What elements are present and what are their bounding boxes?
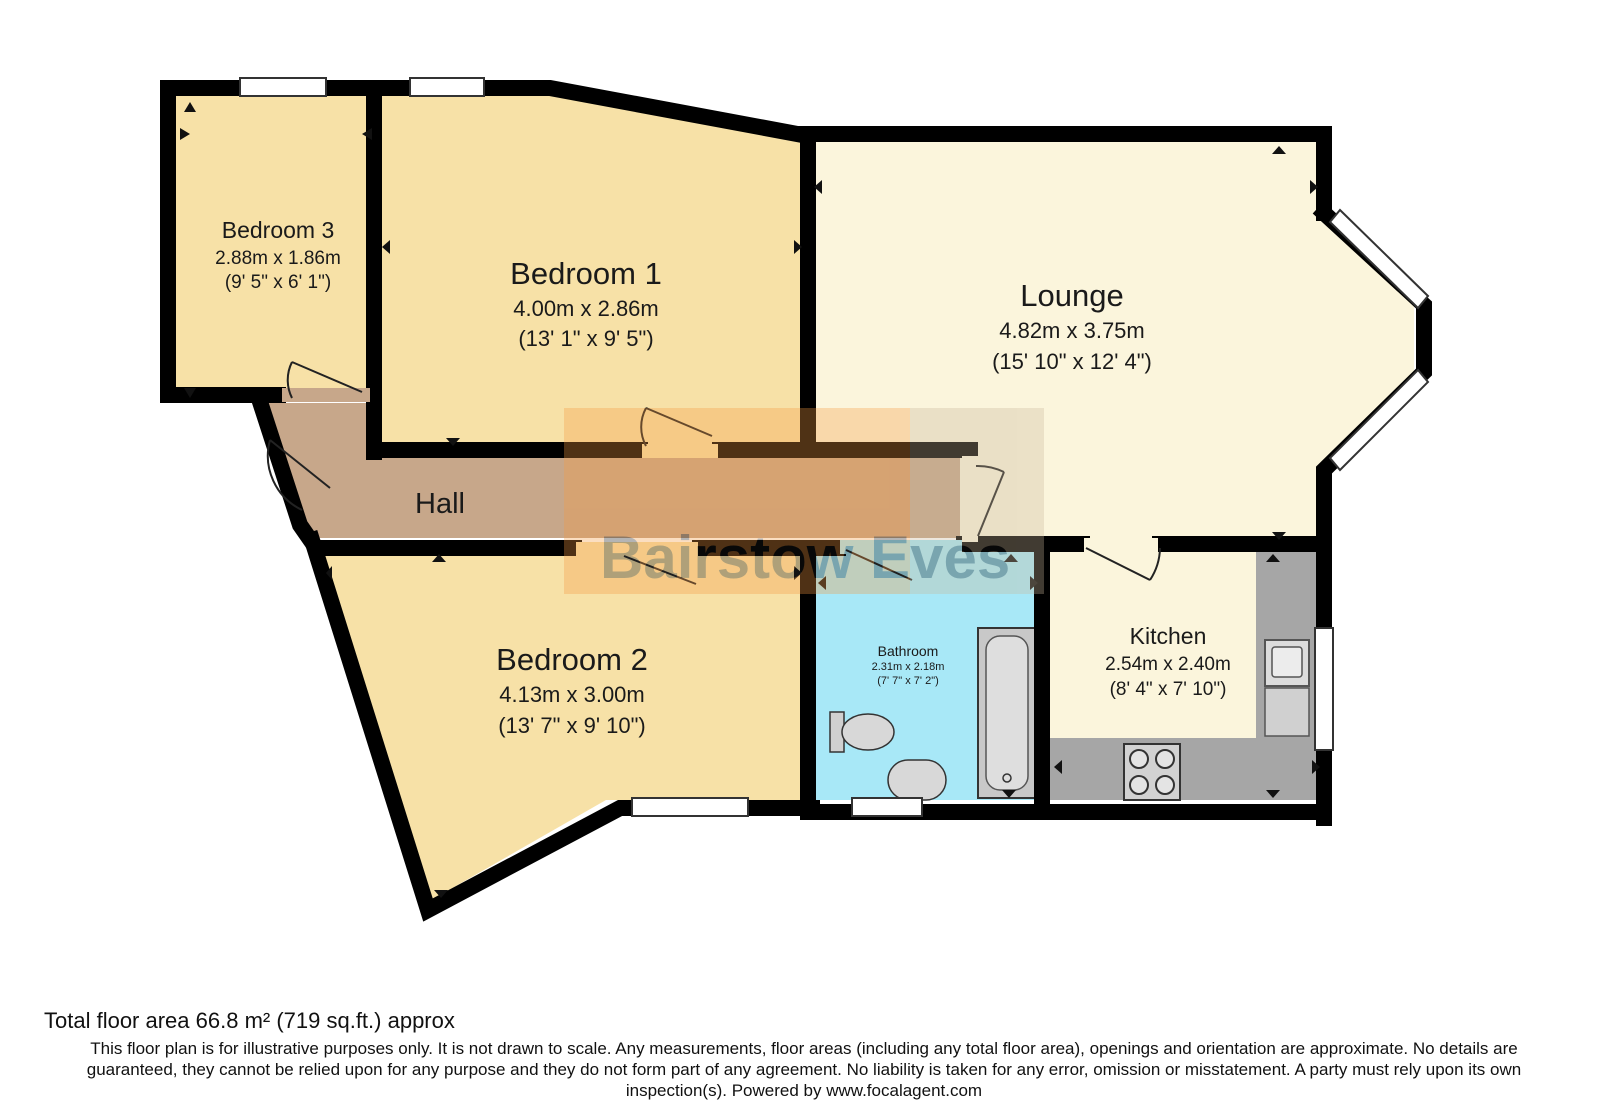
room-label-hall: Hall [415,488,465,520]
kitchen-hob [1123,743,1181,801]
room-imperial: (9' 5" x 6' 1") [225,272,331,293]
bath-tub [977,627,1037,799]
room-imperial: (13' 1" x 9' 5") [518,326,653,351]
room-label-lounge: Lounge 4.82m x 3.75m (15' 10" x 12' 4") [992,278,1152,374]
hall-floor [268,403,960,538]
window-bedroom-1 [409,77,485,97]
bedroom-1-floor [374,88,800,445]
room-label-bedroom-1: Bedroom 1 4.00m x 2.86m (13' 1" x 9' 5") [510,256,662,351]
room-metric: 2.31m x 2.18m [872,661,945,673]
window-bedroom-3 [239,77,327,97]
room-name: Kitchen [1130,623,1207,649]
bathroom-toilet [829,711,895,753]
bedroom-2-floor [318,548,805,902]
room-label-bathroom: Bathroom 2.31m x 2.18m (7' 7" x 7' 2") [872,643,945,687]
window-kitchen [1314,627,1334,751]
lounge-floor [800,134,1414,538]
dimension-markers [180,102,1320,898]
room-metric: 2.54m x 2.40m [1105,654,1231,675]
room-name: Lounge [1020,278,1123,313]
room-imperial: (13' 7" x 9' 10") [498,713,646,738]
room-name: Hall [415,488,465,520]
room-name: Bedroom 3 [222,217,335,243]
room-metric: 4.13m x 3.00m [499,682,645,707]
room-name: Bathroom [878,643,939,659]
room-imperial: (15' 10" x 12' 4") [992,349,1152,374]
window-lounge-lower [1328,368,1430,472]
floor-plan-footer: Total floor area 66.8 m² (719 sq.ft.) ap… [44,1008,1564,1101]
bedroom-3-floor [168,88,374,395]
room-label-kitchen: Kitchen 2.54m x 2.40m (8' 4" x 7' 10") [1105,623,1231,700]
room-name: Bedroom 1 [510,256,662,291]
room-imperial: (8' 4" x 7' 10") [1110,679,1227,700]
room-metric: 4.00m x 2.86m [513,296,659,321]
room-name: Bedroom 2 [496,642,648,677]
window-bedroom-2 [631,797,749,817]
room-label-bedroom-3: Bedroom 3 2.88m x 1.86m (9' 5" x 6' 1") [215,217,341,293]
total-floor-area: Total floor area 66.8 m² (719 sq.ft.) ap… [44,1008,455,1033]
watermark-block-grey [910,408,1044,594]
kitchen-floor [1046,548,1318,800]
watermark: Bairstow Eves [564,408,1044,594]
room-imperial: (7' 7" x 7' 2") [877,675,939,687]
room-label-bedroom-2: Bedroom 2 4.13m x 3.00m (13' 7" x 9' 10"… [496,642,648,738]
room-metric: 2.88m x 1.86m [215,248,341,269]
watermark-text: Bairstow Eves [600,524,1010,591]
windows [239,77,1430,817]
window-bathroom [851,797,923,817]
doors [266,361,1161,585]
kitchen-worktop-bottom [1046,738,1318,800]
room-metric: 4.82m x 3.75m [999,318,1145,343]
kitchen-sink-basin [1271,646,1303,678]
bathroom-basin [887,759,947,801]
kitchen-drainer [1264,687,1310,737]
disclaimer-text: This floor plan is for illustrative purp… [86,1039,1522,1100]
watermark-block-orange [564,408,910,594]
window-lounge-upper [1328,208,1430,310]
